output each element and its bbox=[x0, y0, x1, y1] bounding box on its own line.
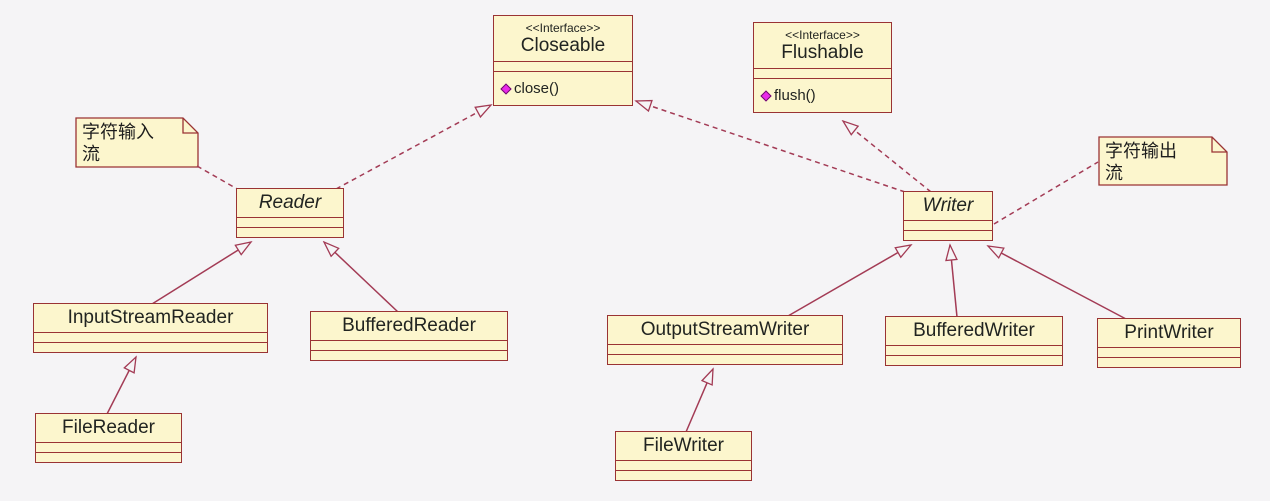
realization-reader-closeable bbox=[335, 105, 491, 190]
interface-closeable-name: Closeable bbox=[520, 34, 606, 56]
note-output-line1: 字符输出 bbox=[1105, 141, 1177, 161]
generalization-inputstreamreader-reader bbox=[151, 242, 251, 305]
class-printwriter-name: PrintWriter bbox=[1124, 322, 1214, 343]
class-outputstreamwriter-name: OutputStreamWriter bbox=[640, 319, 810, 340]
method-visibility-icon bbox=[760, 89, 772, 102]
interface-flushable-title: <<Interface>> Flushable bbox=[754, 23, 891, 68]
class-filereader-name: FileReader bbox=[62, 417, 155, 438]
method-visibility-icon bbox=[500, 82, 512, 95]
class-bufferedreader-name: BufferedReader bbox=[342, 315, 476, 336]
realization-writer-closeable bbox=[636, 101, 906, 193]
interface-flushable-attributes bbox=[754, 68, 891, 78]
interface-closeable-stereotype: <<Interface>> bbox=[525, 20, 601, 35]
class-bufferedreader: BufferedReader bbox=[310, 311, 508, 361]
note-input-stream: 字符输入 流 bbox=[82, 121, 194, 165]
interface-flushable-name: Flushable bbox=[781, 41, 864, 63]
class-outputstreamwriter: OutputStreamWriter bbox=[607, 315, 843, 365]
generalization-bufferedwriter-writer bbox=[950, 245, 957, 318]
class-filewriter: FileWriter bbox=[615, 431, 752, 481]
class-bufferedwriter: BufferedWriter bbox=[885, 316, 1063, 366]
interface-flushable-methods: flush() bbox=[754, 78, 891, 112]
class-filereader-attributes bbox=[36, 442, 181, 452]
generalization-filereader-inputstreamreader bbox=[106, 357, 136, 415]
class-filewriter-methods bbox=[616, 470, 751, 480]
class-filewriter-attributes bbox=[616, 460, 751, 470]
class-writer: Writer bbox=[903, 191, 993, 241]
class-filereader: FileReader bbox=[35, 413, 182, 463]
generalization-filewriter-outputstreamwriter bbox=[685, 369, 713, 433]
class-writer-methods bbox=[904, 230, 992, 240]
realization-writer-flushable bbox=[843, 121, 932, 193]
class-reader-methods bbox=[237, 227, 343, 237]
class-filereader-methods bbox=[36, 452, 181, 462]
class-bufferedwriter-name: BufferedWriter bbox=[913, 320, 1035, 341]
class-writer-attributes bbox=[904, 220, 992, 230]
interface-flushable-method: flush() bbox=[774, 87, 816, 104]
class-outputstreamwriter-attributes bbox=[608, 344, 842, 354]
note-anchor-input-reader bbox=[196, 165, 240, 191]
class-inputstreamreader-methods bbox=[34, 342, 267, 352]
interface-closeable-method: close() bbox=[514, 80, 560, 97]
class-printwriter: PrintWriter bbox=[1097, 318, 1241, 368]
class-reader: Reader bbox=[236, 188, 344, 238]
class-inputstreamreader-name: InputStreamReader bbox=[67, 307, 234, 328]
generalization-printwriter-writer bbox=[988, 246, 1127, 320]
class-filewriter-name: FileWriter bbox=[643, 435, 724, 456]
generalization-outputstreamwriter-writer bbox=[787, 245, 911, 317]
interface-closeable: <<Interface>> Closeable close() bbox=[493, 15, 633, 106]
class-reader-attributes bbox=[237, 217, 343, 227]
class-bufferedreader-methods bbox=[311, 350, 507, 360]
note-anchor-output-writer bbox=[993, 161, 1099, 225]
interface-flushable-stereotype: <<Interface>> bbox=[785, 27, 860, 42]
class-inputstreamreader: InputStreamReader bbox=[33, 303, 268, 353]
interface-closeable-title: <<Interface>> Closeable bbox=[494, 16, 632, 61]
note-output-stream: 字符输出 流 bbox=[1105, 140, 1215, 184]
class-writer-name: Writer bbox=[922, 195, 974, 216]
class-outputstreamwriter-methods bbox=[608, 354, 842, 364]
class-printwriter-attributes bbox=[1098, 347, 1240, 357]
interface-closeable-methods: close() bbox=[494, 71, 632, 105]
class-reader-name: Reader bbox=[258, 192, 322, 213]
note-output-line2: 流 bbox=[1105, 163, 1123, 183]
class-bufferedreader-attributes bbox=[311, 340, 507, 350]
note-input-line1: 字符输入 bbox=[82, 122, 154, 142]
generalization-bufferedreader-reader bbox=[324, 242, 399, 313]
class-bufferedwriter-methods bbox=[886, 355, 1062, 365]
class-inputstreamreader-attributes bbox=[34, 332, 267, 342]
interface-closeable-attributes bbox=[494, 61, 632, 71]
class-printwriter-methods bbox=[1098, 357, 1240, 367]
class-bufferedwriter-attributes bbox=[886, 345, 1062, 355]
interface-flushable: <<Interface>> Flushable flush() bbox=[753, 22, 892, 113]
note-input-line2: 流 bbox=[82, 144, 100, 164]
